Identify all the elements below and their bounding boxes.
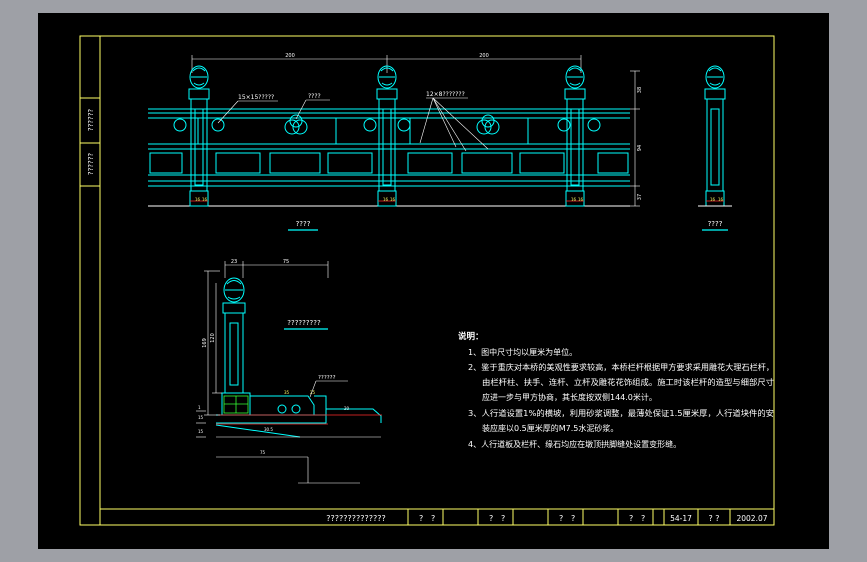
side-label-2: ??????: [87, 153, 95, 176]
svg-text:?: ?: [419, 514, 423, 523]
sheet-number: 54-17: [670, 514, 692, 523]
svg-text:?: ?: [641, 514, 645, 523]
svg-text:15: 15: [198, 429, 204, 434]
elevation-posts: [188, 65, 586, 207]
elevation-label: ????: [296, 220, 311, 228]
elevation-base-dims: 16 16 16 16 16 16: [195, 197, 584, 202]
cad-viewport[interactable]: ?????? ??????: [38, 13, 829, 549]
section-dim-height: 169: [202, 338, 208, 348]
side-view-label: ????: [708, 220, 723, 228]
svg-text:?: ?: [629, 514, 633, 523]
svg-text:75: 75: [260, 450, 266, 455]
section-callout-text: ??????: [318, 375, 336, 381]
note-line-7: 4、人行道板及栏杆、缘石均应在墩顶拱脚缝处设置变形缝。: [468, 439, 681, 449]
drawing-sheet: ?????? ??????: [79, 35, 775, 526]
note-line-4: 应进一步与甲方协商，其长度按双侧144.0米计。: [482, 392, 657, 402]
svg-text:?: ?: [431, 514, 435, 523]
dim-left-span: 200: [285, 53, 295, 59]
note-line-5: 3、人行道设置1%的横坡，利用砂浆调整，最薄处保证1.5厘米厚，人行道块件的安: [468, 408, 774, 418]
callout-a: 15×15?????: [238, 94, 274, 101]
svg-text:30.5: 30.5: [264, 427, 273, 432]
svg-text:?: ?: [559, 514, 563, 523]
svg-text:25: 25: [310, 390, 316, 395]
callout-c: 12×8???????: [426, 91, 465, 98]
note-line-2: 2、鉴于重庆对本桥的美观性要求较高，本桥栏杆根据甲方要求采用雕花大理石栏杆，: [468, 362, 774, 372]
svg-text:?: ?: [501, 514, 505, 523]
notes-heading: 说明：: [458, 331, 484, 342]
drawing-title: ??????????????: [326, 514, 385, 523]
post-left: [188, 65, 210, 207]
side-label-1: ??????: [87, 109, 95, 132]
svg-text:?: ?: [489, 514, 493, 523]
svg-text:16: 16: [195, 197, 201, 202]
svg-text:16: 16: [383, 197, 389, 202]
dim-v3: 37: [637, 194, 643, 200]
inner-frame: [99, 35, 775, 526]
svg-text:16: 16: [571, 197, 577, 202]
dim-v2: 94: [637, 145, 643, 151]
drawing-date: 2002.07: [736, 514, 767, 523]
note-line-6: 装应座以0.5厘米厚的M7.5水泥砂浆。: [482, 423, 618, 433]
section-dims: [196, 261, 329, 438]
side-view: [698, 65, 732, 207]
section-red-marks: [216, 414, 382, 425]
post-middle: [376, 65, 398, 207]
svg-text:16: 16: [578, 197, 584, 202]
svg-text:20: 20: [344, 406, 350, 411]
section-label: ?????????: [287, 319, 321, 327]
notes: 说明： 1、图中尺寸均以厘米为单位。 2、鉴于重庆对本桥的美观性要求较高，本桥栏…: [458, 331, 774, 449]
section-ground: [216, 436, 381, 484]
railing-elevation: [148, 55, 630, 207]
note-line-3: 由栏杆柱、扶手、连杆、立杆及雕花花饰组成。施工时该栏杆的造型与细部尺寸: [482, 377, 774, 387]
section-dim-post: 120: [210, 333, 216, 343]
svg-text:1: 1: [198, 405, 201, 410]
svg-text:15: 15: [198, 415, 204, 420]
section-dim-top-b: 75: [283, 259, 289, 265]
post-right: [564, 65, 586, 207]
svg-text:16: 16: [202, 197, 208, 202]
svg-text:?: ?: [571, 514, 575, 523]
side-base-dim-2: 16: [718, 197, 724, 202]
dim-v1: 38: [637, 87, 643, 93]
section-callout: [309, 380, 348, 398]
svg-text:35: 35: [284, 390, 290, 395]
elevation-vertical-dims: [630, 70, 640, 207]
callout-b: ????: [308, 93, 321, 100]
note-line-1: 1、图中尺寸均以厘米为单位。: [468, 347, 577, 357]
elevation-callouts: [217, 97, 489, 152]
sheet-mark: ? ?: [708, 514, 719, 523]
svg-text:16: 16: [390, 197, 396, 202]
side-base-dim-1: 16: [710, 197, 716, 202]
dim-right-span: 200: [479, 53, 489, 59]
section-green-hatch: [223, 395, 249, 414]
title-block: [407, 509, 731, 525]
section-dim-top-a: 23: [231, 259, 237, 265]
